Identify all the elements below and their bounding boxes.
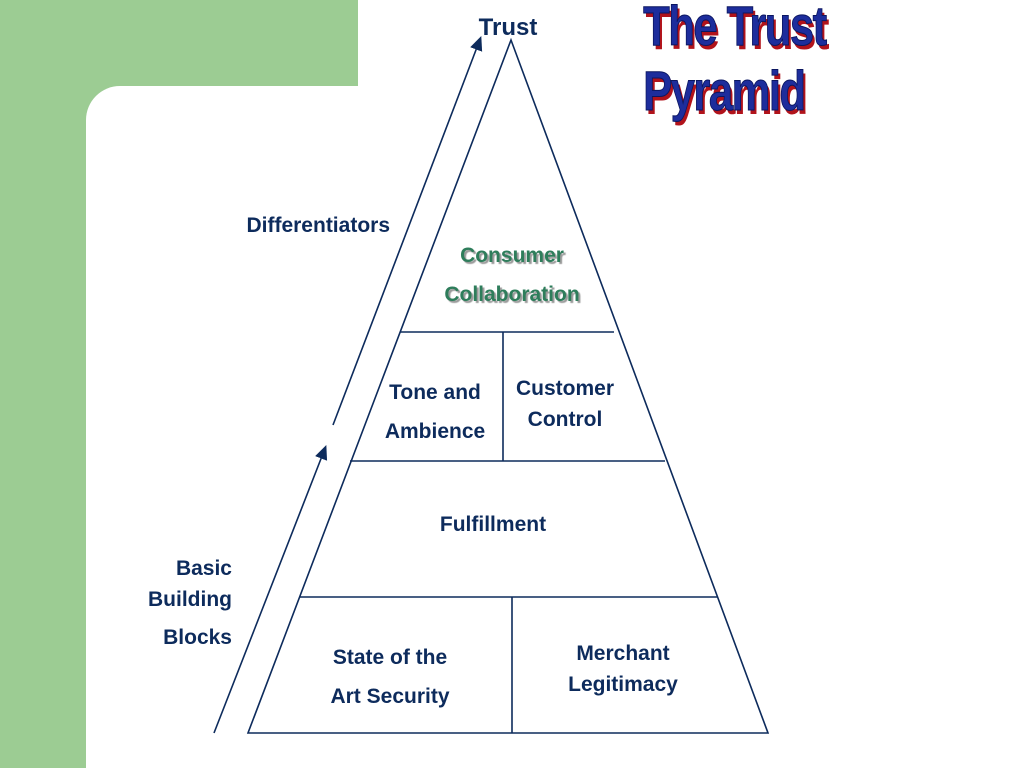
tier-consumer-collaboration: Consumer Collaboration [412, 236, 612, 314]
slide-title: The Trust Pyramid [643, 0, 828, 123]
differentiators-arrow [332, 36, 483, 426]
security-line-2: Art Security [330, 685, 450, 708]
building-blocks-arrow [213, 445, 328, 734]
tier-customer-control: Customer Control [504, 373, 626, 435]
customer-line-1: Customer [515, 377, 615, 400]
content-panel-top [358, 0, 1024, 86]
merchant-line-2: Legitimacy [568, 673, 678, 696]
label-blocks: Blocks [163, 626, 232, 649]
pyramid-outline [246, 37, 770, 734]
label-basic: Basic [175, 557, 232, 580]
tone-line-2: Ambience [384, 420, 486, 443]
tone-line-1: Tone and [389, 381, 481, 404]
tier-tone-and-ambience: Tone and Ambience [370, 373, 500, 451]
tier-top-line-1: Consumer [460, 244, 564, 267]
tier-fulfillment: Fulfillment [439, 513, 547, 536]
merchant-line-1: Merchant [576, 642, 670, 665]
content-panel [86, 86, 1024, 768]
label-basic-building-blocks: Basic Building Blocks [110, 553, 232, 653]
tier-top-line-2: Collaboration [444, 283, 580, 306]
label-differentiators: Differentiators [246, 214, 390, 237]
tier-state-of-the-art-security: State of the Art Security [300, 638, 480, 716]
label-building: Building [148, 588, 232, 611]
customer-line-2: Control [527, 408, 603, 431]
tier-merchant-legitimacy: Merchant Legitimacy [533, 638, 713, 700]
security-line-1: State of the [332, 646, 448, 669]
apex-label-trust: Trust [478, 14, 538, 41]
